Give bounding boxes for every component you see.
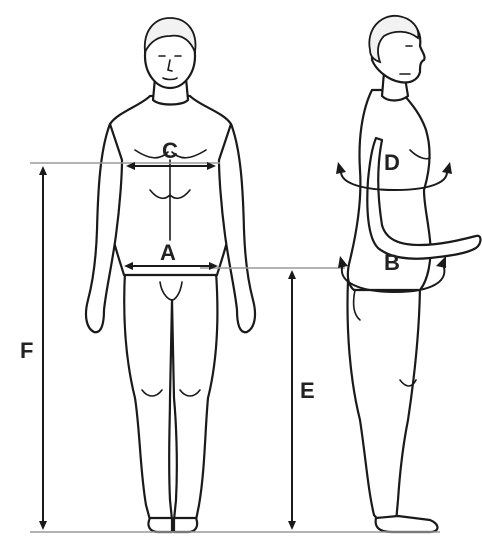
label-f: F [20, 338, 33, 363]
arrow-d-head-right [442, 162, 452, 174]
label-b: B [384, 250, 400, 275]
label-a: A [160, 240, 176, 265]
arrow-d-head-left [336, 162, 346, 174]
label-c: C [162, 138, 178, 163]
side-figure [348, 16, 481, 532]
front-figure [86, 18, 255, 532]
label-e: E [300, 378, 315, 403]
label-d: D [384, 150, 400, 175]
arrow-b-head-left [338, 256, 348, 268]
